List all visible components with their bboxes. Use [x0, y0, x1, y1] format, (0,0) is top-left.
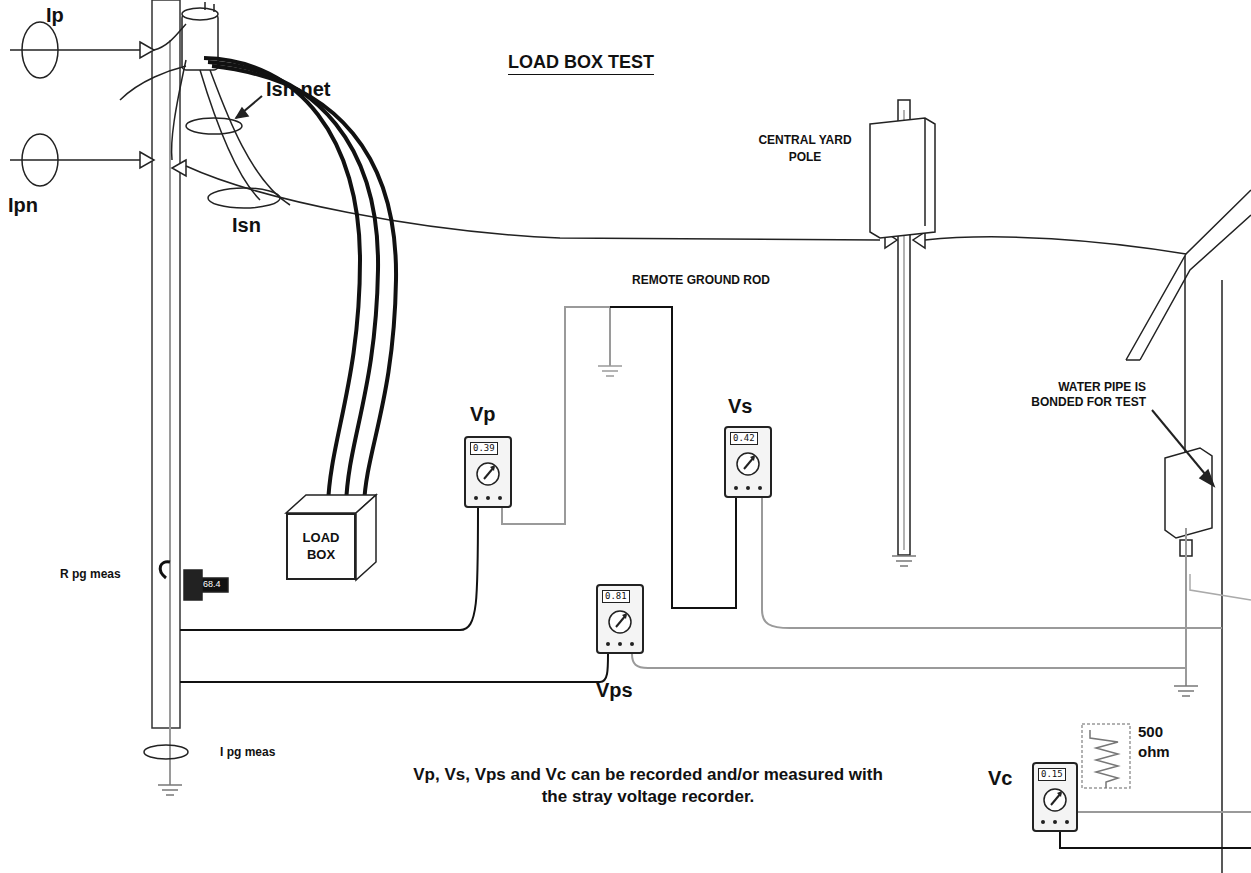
clamp-reading: 68.4	[203, 579, 221, 589]
lead-wire	[610, 307, 736, 608]
measurement-label: R pg meas	[60, 568, 121, 582]
current-label: Isn	[232, 214, 261, 237]
ground-rod-label: REMOTE GROUND ROD	[632, 274, 770, 288]
diagram-title: LOAD BOX TEST	[508, 52, 654, 73]
meter-reading: 0.81	[602, 590, 630, 603]
meter-name: Vp	[470, 404, 496, 424]
box-text: LOAD BOX	[292, 530, 350, 564]
multimeter: Vs0.42	[724, 426, 772, 498]
meter-name: Vps	[596, 680, 633, 700]
meter-reading: 0.42	[730, 432, 758, 445]
meter-name: Vs	[728, 396, 752, 416]
current-label: Ip	[46, 4, 64, 27]
meter-reading: 0.39	[470, 442, 498, 455]
current-label: Isn net	[266, 78, 330, 101]
load-box: LOAD BOX	[286, 513, 356, 580]
measurement-label: I pg meas	[220, 746, 275, 760]
pole-label: CENTRAL YARD POLE	[750, 132, 860, 166]
meter-reading: 0.15	[1038, 768, 1066, 781]
meter-name: Vc	[988, 768, 1012, 788]
note-label: WATER PIPE IS BONDED FOR TEST	[1010, 380, 1146, 410]
multimeter: 0.81Vps	[596, 584, 644, 654]
multimeter: Vp0.39	[464, 436, 512, 508]
multimeter: Vc0.15	[1032, 762, 1078, 832]
resistor-value: 500 ohm	[1138, 722, 1178, 761]
lead-wire	[502, 307, 610, 524]
caption-note: Vp, Vs, Vps and Vc can be recorded and/o…	[408, 764, 888, 808]
test-lead	[502, 307, 736, 608]
current-label: Ipn	[8, 194, 38, 217]
